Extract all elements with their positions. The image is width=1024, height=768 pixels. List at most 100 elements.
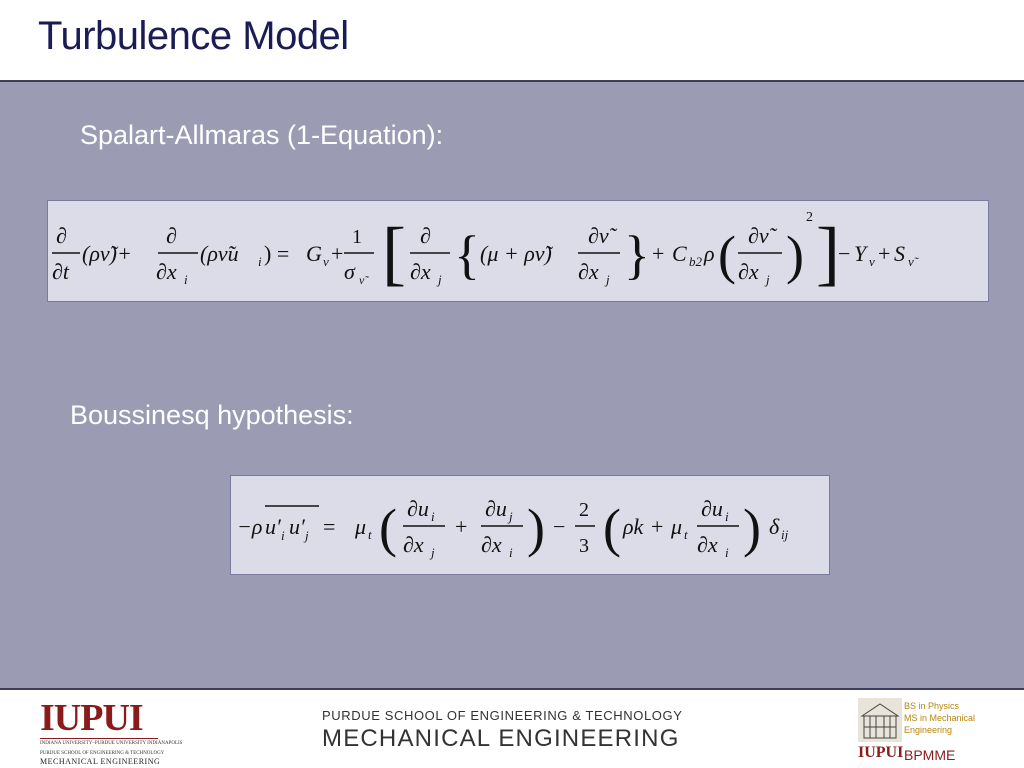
svg-text:∂: ∂ [166,223,177,248]
svg-text:μ: μ [670,514,682,539]
svg-text:{: { [454,225,480,285]
svg-text:i: i [184,272,188,287]
svg-text:j: j [604,272,610,287]
svg-text:∂x: ∂x [403,532,424,557]
svg-text:u′: u′ [289,514,306,539]
school-name-small: PURDUE SCHOOL OF ENGINEERING & TECHNOLOG… [40,751,165,756]
svg-text:Y: Y [854,241,869,266]
boussinesq-heading: Boussinesq hypothesis: [70,400,354,430]
svg-text:+: + [331,241,343,266]
svg-text:(ρν̃u: (ρν̃u [200,241,239,266]
footer: IUPUI INDIANA UNIVERSITY–PURDUE UNIVERSI… [0,690,1024,768]
boussinesq-equation: −ρ u′ i u′ j = μ t ( ∂u i ∂x j + ∂u j ∂x… [230,475,830,575]
svg-text:i: i [725,509,729,524]
svg-text:j: j [764,272,770,287]
content-panel: Spalart-Allmaras (1-Equation): ∂ ∂t (ρν̃… [0,80,1024,690]
school-name: PURDUE SCHOOL OF ENGINEERING & TECHNOLOG… [322,708,683,723]
iupui-logo: IUPUI INDIANA UNIVERSITY–PURDUE UNIVERSI… [40,697,182,766]
svg-text:σ: σ [344,259,356,284]
iupui-small-logo: IUPUI [858,744,904,761]
svg-text:(μ + ρν̃): (μ + ρν̃) [480,241,554,266]
svg-text:−ρ: −ρ [237,514,262,539]
svg-text:ν: ν [323,254,329,269]
svg-text:−: − [553,514,565,539]
department-name-small: MECHANICAL ENGINEERING [40,757,161,766]
school-banner: PURDUE SCHOOL OF ENGINEERING & TECHNOLOG… [322,708,683,753]
svg-text:j: j [429,545,435,560]
svg-text:∂: ∂ [420,223,431,248]
svg-text:∂: ∂ [56,223,67,248]
spalart-allmaras-heading: Spalart-Allmaras (1-Equation): [80,120,444,150]
svg-text:ν̃: ν̃ [908,254,920,269]
svg-text:∂u: ∂u [407,496,429,521]
svg-text:δ: δ [769,514,780,539]
degree-line-3: Engineering [904,725,953,735]
spalart-allmaras-equation: ∂ ∂t (ρν̃)+ ∂ ∂x i (ρν̃u i ) = G ν + 1 σ… [47,200,989,302]
svg-text:∂u: ∂u [485,496,507,521]
svg-text:+: + [455,514,467,539]
degree-info: BS in Physics MS in Mechanical Engineeri… [904,700,975,736]
svg-text:(ρν̃)+: (ρν̃)+ [82,241,132,266]
svg-text:): ) [786,225,804,285]
svg-text:∂x: ∂x [410,259,431,284]
svg-text:ν: ν [869,254,875,269]
svg-text:ν̃: ν̃ [359,273,369,287]
svg-text:i: i [509,545,513,560]
svg-text:3: 3 [579,535,589,557]
svg-text:ρk: ρk [622,514,645,539]
degree-line-2: MS in Mechanical [904,713,976,723]
svg-text:S: S [894,241,905,266]
svg-text:∂x: ∂x [578,259,599,284]
svg-text:2: 2 [579,499,589,521]
svg-text:i: i [281,528,285,543]
svg-text:}: } [624,225,650,285]
svg-text:(: ( [603,498,621,558]
boussinesq-equation-image: −ρ u′ i u′ j = μ t ( ∂u i ∂x j + ∂u j ∂x… [237,496,789,560]
svg-text:j: j [436,272,442,287]
svg-text:∂ν̃: ∂ν̃ [588,223,618,248]
department-name: MECHANICAL ENGINEERING [322,725,680,752]
slide-title: Turbulence Model [38,14,349,58]
iupui-full-name: INDIANA UNIVERSITY–PURDUE UNIVERSITY IND… [40,738,182,747]
svg-text:b2: b2 [689,254,703,269]
svg-text:j: j [303,528,309,543]
svg-text:∂t: ∂t [52,259,70,284]
svg-text:G: G [306,241,322,266]
svg-text:(: ( [379,498,397,558]
svg-text:): ) [527,498,545,558]
svg-text:(: ( [718,225,736,285]
svg-text:i: i [725,545,729,560]
bpmme-logo: BS in Physics MS in Mechanical Engineeri… [858,698,998,764]
svg-text:∂u: ∂u [701,496,723,521]
svg-text:C: C [672,241,687,266]
svg-text:μ: μ [354,514,366,539]
svg-text:t: t [368,527,372,542]
svg-text:∂ν̃: ∂ν̃ [748,223,778,248]
svg-text:): ) [743,498,761,558]
svg-text:+: + [878,241,890,266]
building-icon [858,698,902,742]
svg-text:u′: u′ [265,514,282,539]
svg-text:−: − [838,241,850,266]
svg-text:ρ: ρ [703,241,715,266]
svg-text:1: 1 [352,226,362,248]
svg-text:) =: ) = [264,241,289,266]
svg-text:∂x: ∂x [697,532,718,557]
svg-text:=: = [323,514,335,539]
svg-text:∂x: ∂x [481,532,502,557]
bpmme-text: BPMME [904,747,956,763]
svg-text:∂x: ∂x [156,259,177,284]
degree-line-1: BS in Physics [904,701,960,711]
svg-text:t: t [684,527,688,542]
svg-text:+: + [652,241,664,266]
svg-text:]: ] [816,213,840,293]
svg-text:+: + [651,514,663,539]
iupui-logo-text: IUPUI [40,697,144,739]
svg-text:j: j [507,509,513,524]
svg-text:i: i [258,254,262,269]
svg-text:ij: ij [781,527,789,542]
spalart-allmaras-equation-image: ∂ ∂t (ρν̃)+ ∂ ∂x i (ρν̃u i ) = G ν + 1 σ… [52,210,920,293]
svg-text:i: i [431,509,435,524]
svg-text:[: [ [382,213,406,293]
svg-text:2: 2 [806,210,813,225]
